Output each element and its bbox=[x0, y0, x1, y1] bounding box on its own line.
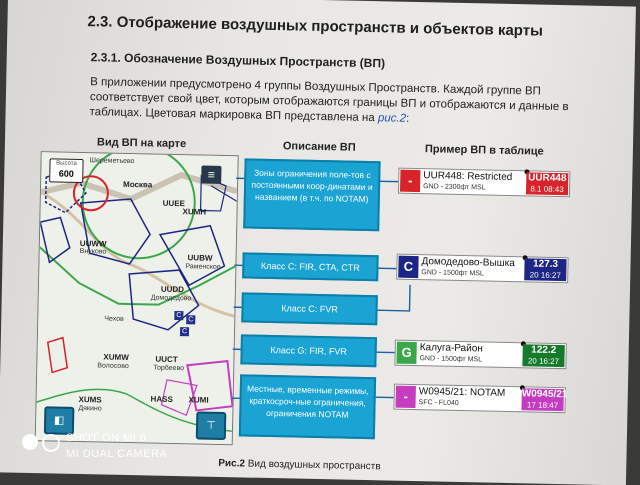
badge-number: 17 bbox=[526, 400, 536, 410]
watermark-line-1: SHOT ON MI 6 bbox=[66, 432, 147, 444]
example-limits: GND - 1500фт MSL bbox=[419, 355, 483, 364]
badge-time: 16:27 bbox=[538, 356, 560, 367]
example-row-restricted[interactable]: - UUR448: Restricted GND - 2300фт MSL UU… bbox=[397, 167, 571, 198]
example-name: W0945/21: NOTAM bbox=[418, 386, 506, 399]
example-row-local[interactable]: - W0945/21: NOTAM SFC - FL040 W0945/21 1… bbox=[393, 383, 568, 414]
example-name: UUR448: Restricted bbox=[423, 170, 513, 184]
badge-time-row: 8.1 08:43 bbox=[526, 184, 568, 195]
example-tag: - bbox=[400, 169, 421, 193]
example-limits: GND - 2300фт MSL bbox=[423, 183, 486, 192]
badge-frequency: 122.2 bbox=[531, 344, 557, 356]
badge-number: 20 bbox=[529, 270, 539, 280]
watermark-ring-icon bbox=[42, 434, 60, 452]
example-name: Домодедово-Вышка bbox=[421, 256, 516, 270]
badge-number: 20 bbox=[527, 356, 537, 366]
example-badge: 122.2 20 16:27 bbox=[522, 344, 565, 368]
airspace-map[interactable]: Высота 600 ≡ Шереметьево Москва UUWW Вну… bbox=[34, 151, 239, 446]
example-tag: - bbox=[395, 385, 416, 409]
badge-time-row: 20 16:27 bbox=[524, 270, 566, 281]
badge-time: 08:43 bbox=[543, 184, 564, 195]
example-badge: 127.3 20 16:27 bbox=[524, 258, 567, 282]
example-row-class-c[interactable]: C Домодедово-Вышка GND - 1500фт MSL 127.… bbox=[396, 253, 569, 284]
example-limits: GND - 1500фт MSL bbox=[421, 269, 484, 278]
watermark-dot-icon bbox=[22, 434, 38, 450]
badge-time-row: 20 16:27 bbox=[522, 356, 564, 367]
example-limits: SFC - FL040 bbox=[418, 399, 459, 407]
example-row-class-g[interactable]: G Калуга-Район GND - 1500фт MSL 122.2 20… bbox=[394, 339, 567, 370]
badge-code: UUR448 bbox=[528, 172, 567, 185]
example-badge: UUR448 8.1 08:43 bbox=[525, 172, 569, 196]
badge-time: 16:27 bbox=[540, 270, 561, 281]
badge-frequency: 127.3 bbox=[532, 258, 559, 270]
example-name: Калуга-Район bbox=[419, 342, 483, 355]
map-geometry bbox=[35, 152, 238, 445]
watermark-line-2: MI DUAL CAMERA bbox=[66, 448, 168, 460]
badge-code: W0945/21 bbox=[521, 388, 568, 401]
example-tag: C bbox=[398, 255, 419, 279]
badge-time-row: 17 18:47 bbox=[521, 400, 563, 411]
badge-time: 18:47 bbox=[538, 400, 559, 411]
example-tag: G bbox=[396, 341, 417, 365]
caption-label: Рис.2 bbox=[218, 457, 246, 470]
example-badge: W0945/21 17 18:47 bbox=[521, 388, 568, 412]
badge-number: 8.1 bbox=[530, 184, 542, 194]
